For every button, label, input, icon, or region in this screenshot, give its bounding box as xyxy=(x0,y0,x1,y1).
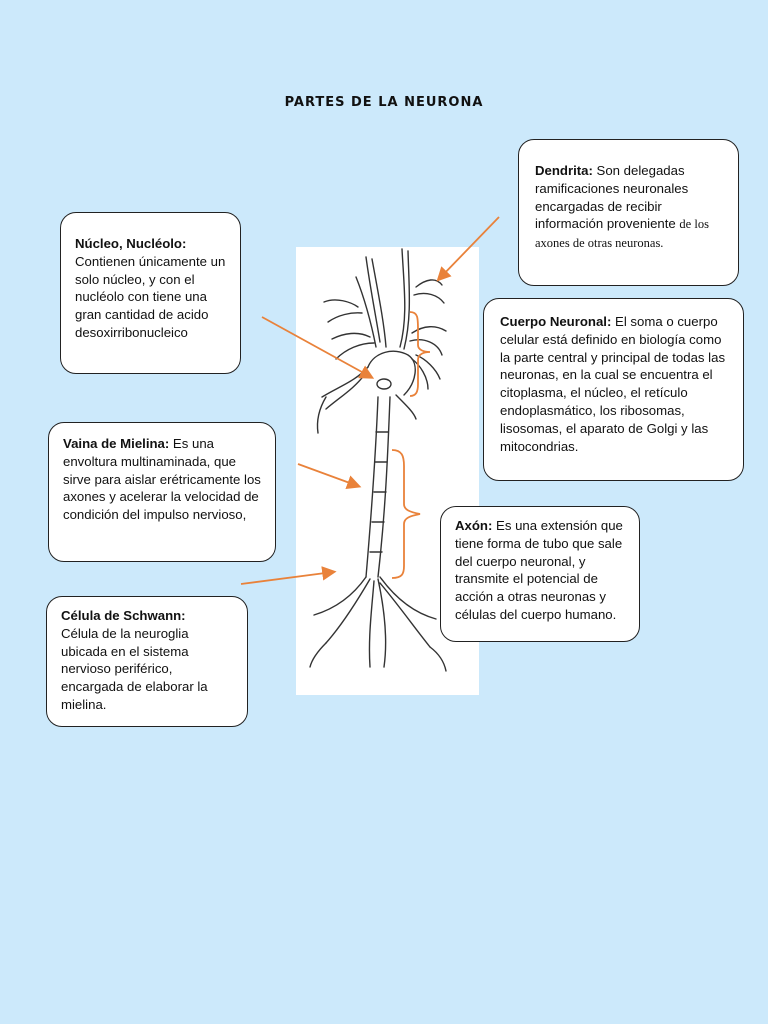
arrow-mielina xyxy=(297,463,362,490)
arrow-schwann xyxy=(240,566,337,585)
neuron-drawing xyxy=(309,248,447,672)
callout-nucleo: Núcleo, Nucléolo: Contienen únicamente u… xyxy=(60,212,241,374)
mielina-term: Vaina de Mielina: xyxy=(63,436,170,451)
axon-term: Axón: xyxy=(455,518,493,533)
dendrita-text: Son delegadas ramificaciones neuronales … xyxy=(535,163,689,232)
arrow-dendrita xyxy=(436,216,500,282)
callout-dendrita: Dendrita: Son delegadas ramificaciones n… xyxy=(518,139,739,286)
mielina-text: Es una envoltura multinaminada, que sirv… xyxy=(63,436,261,523)
dendrita-term: Dendrita: xyxy=(535,163,593,178)
cuerpo-text: El soma o cuerpo celular está definido e… xyxy=(500,314,726,454)
schwann-text: Célula de la neuroglia ubicada en el sis… xyxy=(61,625,208,712)
schwann-term: Célula de Schwann: xyxy=(61,608,186,623)
axon-text: Es una extensión que tiene forma de tubo… xyxy=(455,518,623,622)
nucleo-term: Núcleo, Nucléolo: xyxy=(75,236,187,251)
bracket-axon xyxy=(391,449,421,579)
dendrita-text-tail: de los axones de otras neuronas. xyxy=(535,217,709,251)
page-title: PARTES DE LA NEURONA xyxy=(284,95,484,110)
arrow-nucleo xyxy=(261,316,375,379)
bracket-cuerpo xyxy=(409,311,431,397)
callout-mielina: Vaina de Mielina: Es una envoltura multi… xyxy=(48,422,276,562)
callout-cuerpo: Cuerpo Neuronal: El soma o cuerpo celula… xyxy=(483,298,744,481)
cuerpo-term: Cuerpo Neuronal: xyxy=(500,314,612,329)
callout-axon: Axón: Es una extensión que tiene forma d… xyxy=(440,506,640,642)
callout-schwann: Célula de Schwann: Célula de la neurogli… xyxy=(46,596,248,727)
nucleo-text: Contienen únicamente un solo núcleo, y c… xyxy=(75,253,226,340)
